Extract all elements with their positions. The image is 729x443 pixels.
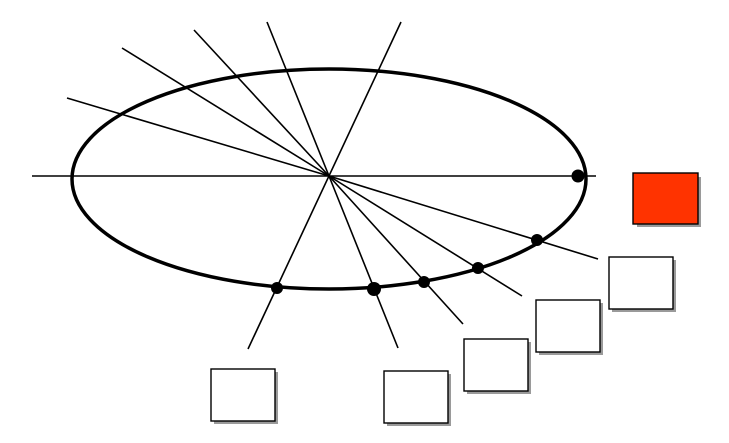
ray-steep-through-center [247, 21, 402, 350]
ellipse [70, 67, 588, 291]
ray-lower-2 [328, 175, 464, 325]
ray-upper-1 [66, 97, 330, 177]
highlighted-box [632, 172, 701, 227]
ray-upper-3 [193, 29, 330, 177]
ray-lower-3 [328, 175, 523, 297]
ray-lower-4 [328, 175, 599, 260]
empty-box [608, 256, 676, 312]
intersection-dot [571, 169, 585, 183]
empty-box [383, 370, 451, 426]
empty-box [210, 368, 278, 424]
ray-upper-4 [266, 21, 330, 177]
intersection-dot [367, 282, 381, 296]
intersection-dot [418, 276, 430, 288]
empty-box [463, 338, 531, 394]
ray-upper-2 [121, 47, 330, 177]
intersection-dot [472, 262, 484, 274]
intersection-dot [531, 234, 543, 246]
ray-lower-1 [328, 175, 399, 349]
intersection-dot [271, 282, 283, 294]
empty-box [535, 299, 603, 355]
